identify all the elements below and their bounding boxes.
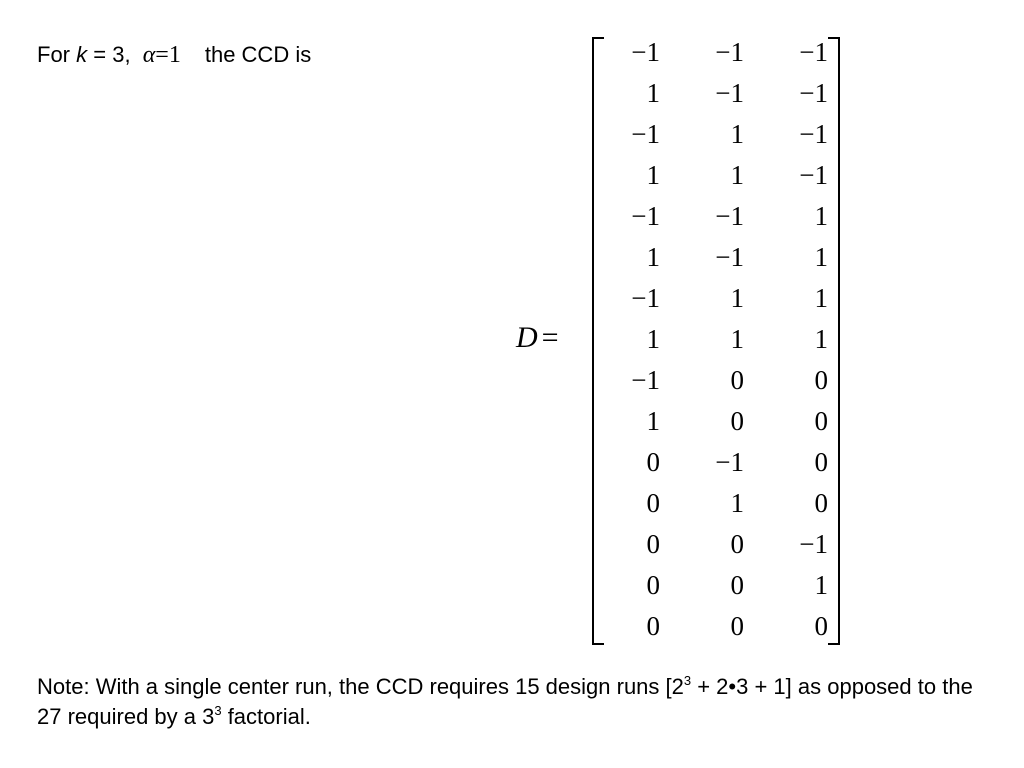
matrix-cell: −1 xyxy=(799,78,828,108)
matrix-row: 1 1 1 xyxy=(600,319,829,360)
matrix-label: D= xyxy=(516,321,559,355)
matrix-cell: 1 xyxy=(646,160,661,190)
matrix-cell: −1 xyxy=(799,529,828,559)
matrix-cell: 1 xyxy=(730,160,745,190)
matrix-cell: 0 xyxy=(646,529,661,559)
matrix-cell: 1 xyxy=(646,406,661,436)
matrix-row: 0 0 1 xyxy=(600,565,829,606)
matrix-row: 0 0 0 xyxy=(600,606,829,647)
matrix-cell: −1 xyxy=(715,201,744,231)
matrix-cell: 1 xyxy=(730,488,745,518)
matrix-cell: −1 xyxy=(799,119,828,149)
matrix-cell: 1 xyxy=(814,283,829,313)
matrix-row: 0 0 −1 xyxy=(600,524,829,565)
equals-sign: = xyxy=(541,321,559,354)
note-text: Note: With a single center run, the CCD … xyxy=(37,673,973,729)
matrix-cell: −1 xyxy=(715,447,744,477)
matrix-row: 1 −1 −1 xyxy=(600,73,829,114)
matrix-row: 0 −1 0 xyxy=(600,442,829,483)
intro-alpha: α xyxy=(142,42,156,68)
matrix-cell: 0 xyxy=(814,447,829,477)
matrix-row: 1 1 −1 xyxy=(600,155,829,196)
intro-alpha-value: =1 xyxy=(155,42,181,68)
intro-suffix: the CCD is xyxy=(204,42,312,67)
matrix-cell: 1 xyxy=(730,119,745,149)
matrix-cell: 1 xyxy=(814,570,829,600)
matrix-cell: 0 xyxy=(646,570,661,600)
matrix-cell: −1 xyxy=(715,37,744,67)
matrix-cell: 0 xyxy=(814,611,829,641)
matrix-row: −1 −1 1 xyxy=(600,196,828,237)
matrix-cell: 0 xyxy=(646,488,661,518)
matrix-row: −1 1 −1 xyxy=(600,114,828,155)
intro-k: k xyxy=(76,42,88,67)
intro-text: For k = 3, α=1 the CCD is xyxy=(37,40,311,70)
matrix-cell: −1 xyxy=(631,201,660,231)
matrix-row: 1 0 0 xyxy=(600,401,829,442)
matrix-cell: −1 xyxy=(799,37,828,67)
intro-for: For xyxy=(37,42,70,67)
matrix-cell: 0 xyxy=(730,365,745,395)
matrix-cell: 0 xyxy=(646,611,661,641)
intro-k-value: = 3, xyxy=(93,42,131,67)
matrix-cell: 0 xyxy=(814,365,829,395)
matrix-cell: −1 xyxy=(631,37,660,67)
matrix-row: 1 −1 1 xyxy=(600,237,829,278)
left-bracket xyxy=(592,37,604,645)
right-bracket xyxy=(828,37,840,645)
matrix-cell: −1 xyxy=(715,242,744,272)
matrix-cell: 0 xyxy=(730,529,745,559)
matrix-row: −1 1 1 xyxy=(600,278,828,319)
matrix-cell: 0 xyxy=(814,406,829,436)
matrix-cell: −1 xyxy=(715,78,744,108)
matrix-cell: 1 xyxy=(730,283,745,313)
matrix-cell: −1 xyxy=(799,160,828,190)
matrix-cell: −1 xyxy=(631,283,660,313)
matrix-cell: 0 xyxy=(730,611,745,641)
matrix-cell: 1 xyxy=(814,242,829,272)
matrix-row: 0 1 0 xyxy=(600,483,829,524)
matrix-cell: 0 xyxy=(646,447,661,477)
matrix-cell: −1 xyxy=(631,365,660,395)
matrix-cell: 1 xyxy=(814,201,829,231)
matrix-cell: 0 xyxy=(730,406,745,436)
matrix-symbol: D xyxy=(516,321,538,354)
matrix-cell: −1 xyxy=(631,119,660,149)
matrix-cell: 1 xyxy=(730,324,745,354)
matrix-cell: 0 xyxy=(730,570,745,600)
matrix-row: −1 0 0 xyxy=(600,360,828,401)
matrix-cell: 1 xyxy=(646,78,661,108)
matrix-row: −1 −1 −1 xyxy=(600,32,828,73)
matrix-cell: 0 xyxy=(814,488,829,518)
matrix-cell: 1 xyxy=(646,242,661,272)
matrix-cell: 1 xyxy=(646,324,661,354)
matrix-cell: 1 xyxy=(814,324,829,354)
